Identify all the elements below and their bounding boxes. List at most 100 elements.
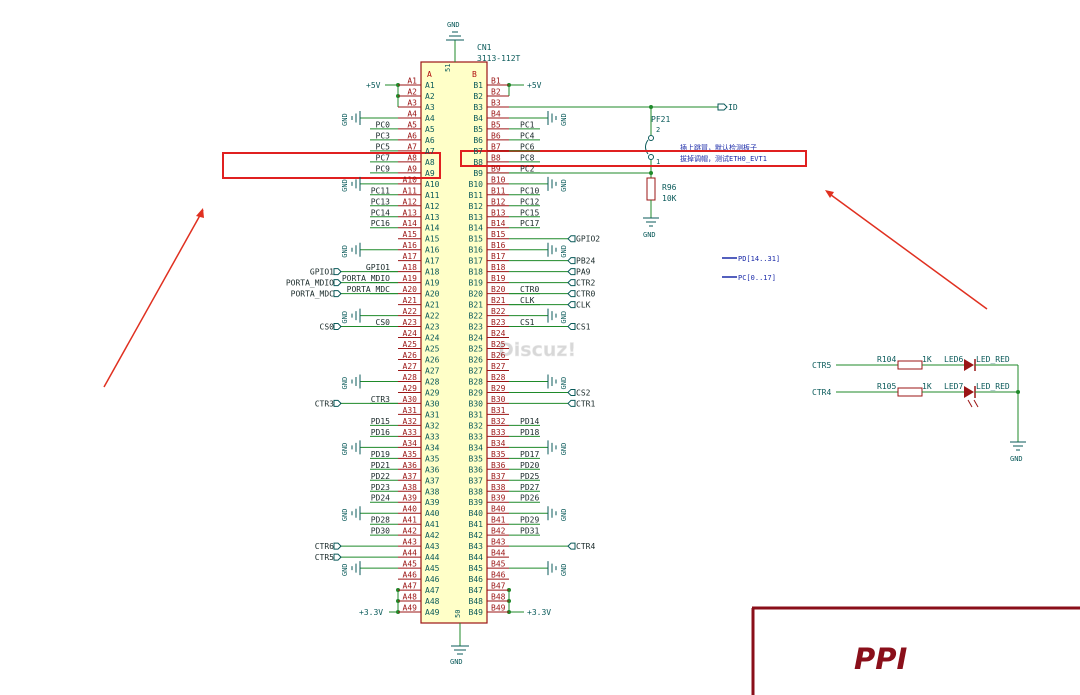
pin-label-b10: B10 [491,175,506,184]
pin-label-a7: A7 [407,142,417,151]
pin-label-b7: B7 [491,142,501,151]
pin-inner-a23: A23 [425,323,440,332]
port-left-porta_mdc: PORTA_MDC [291,290,335,299]
pin-label-a9: A9 [407,164,417,173]
pin-label-b4: B4 [491,109,501,118]
pin-inner-a44: A44 [425,553,440,562]
highlight-box-b8 [460,150,807,167]
pin-inner-a13: A13 [425,213,440,222]
net-label-a12: PC13 [371,197,390,206]
led-row1-r-val: 1K [922,355,932,364]
pin-inner-a31: A31 [425,410,440,419]
bus-pc-label: PC[0..17] [738,274,776,282]
net-label-a39: PD24 [371,494,390,503]
pin-inner-a40: A40 [425,509,440,518]
port-left-ctr5: CTR5 [315,553,334,562]
arrow-right [826,191,988,310]
port-right-pb24: PB24 [576,257,595,266]
gnd-right-4: GND [560,113,568,126]
pin-51-label: 51 [444,64,452,72]
pin-label-a40: A40 [403,505,418,514]
net-label-b21: CLK [520,296,535,305]
gnd-left-10: GND [341,179,349,192]
led7-ref: LED7 [944,382,963,391]
port-right-ctr0: CTR0 [576,290,595,299]
net-label-a38: PD23 [371,483,390,492]
jumper-ref: PF21 [651,115,670,124]
pin-label-a13: A13 [403,208,418,217]
v5-left-label: +5V [366,81,381,90]
pin-inner-b21: B21 [469,301,484,310]
jumper-pin1: 1 [656,158,660,166]
pin-inner-b29: B29 [469,388,484,397]
pin-label-b27: B27 [491,362,506,371]
pin-label-a2: A2 [407,87,417,96]
pin-inner-a46: A46 [425,575,440,584]
v5-right-label: +5V [527,81,542,90]
arrow-left [103,209,204,388]
gnd-left-28: GND [341,377,349,390]
gnd-right-45: GND [560,563,568,576]
net-label-b35: PD17 [520,450,539,459]
pin-inner-a38: A38 [425,487,440,496]
net-label-b13: PC15 [520,208,539,217]
pin-inner-a24: A24 [425,334,440,343]
pin-label-b28: B28 [491,373,506,382]
net-label-a11: PC11 [371,186,390,195]
gnd-right-40: GND [560,509,568,522]
pin-label-a15: A15 [403,230,418,239]
id-port-label: ID [728,103,738,112]
connector-part: 3113-112T [477,54,521,63]
gnd-left-22: GND [341,311,349,324]
pin-label-a41: A41 [403,516,418,525]
jumper-gnd-label: GND [643,231,656,239]
led6-symbol [964,359,974,371]
net-label-a41: PD28 [371,516,390,525]
pin-inner-a32: A32 [425,421,440,430]
port-right-cs2: CS2 [576,388,591,397]
pin-inner-a14: A14 [425,224,440,233]
pin-inner-b16: B16 [469,246,484,255]
gnd-left-34: GND [341,443,349,456]
pin-label-a27: A27 [403,362,418,371]
pin-label-b41: B41 [491,516,506,525]
pin-inner-a37: A37 [425,476,440,485]
pin-inner-b2: B2 [473,92,483,101]
net-label-a36: PD21 [371,461,390,470]
pin-label-b15: B15 [491,230,506,239]
port-right-ctr1: CTR1 [576,399,595,408]
led6-value: LED_RED [976,355,1010,364]
resistor-r104 [897,360,923,370]
port-left-ctr6: CTR6 [315,542,334,551]
pin-label-b43: B43 [491,538,506,547]
pin-inner-b42: B42 [469,531,484,540]
pin-inner-a41: A41 [425,520,440,529]
pin-inner-a12: A12 [425,202,440,211]
pin-label-b33: B33 [491,428,506,437]
port-right-clk: CLK [576,301,591,310]
resistor-r105 [897,387,923,397]
net-label-b11: PC10 [520,186,539,195]
pin-label-a37: A37 [403,472,418,481]
pin-inner-a43: A43 [425,542,440,551]
net-label-a35: PD19 [371,450,390,459]
net-label-b33: PD18 [520,428,539,437]
net-label-a23: CS0 [376,318,391,327]
jumper-note-1: 插上跳冒，默认检测板子 [680,143,757,152]
pin-inner-a4: A4 [425,114,435,123]
pin-label-b47: B47 [491,582,506,591]
pin-inner-a39: A39 [425,498,440,507]
net-label-b14: PC17 [520,219,539,228]
pin-label-b25: B25 [491,340,506,349]
net-label-a6: PC3 [376,131,391,140]
net-label-a19: PORTA_MDIO [342,274,390,283]
net-label-a30: CTR3 [371,395,390,404]
pin-inner-a6: A6 [425,136,435,145]
net-label-a8: PC7 [376,153,391,162]
pin-label-a48: A48 [403,593,418,602]
led-row1-r-ref: R104 [877,355,896,364]
pin-50-label: 50 [454,610,462,618]
pin-inner-a45: A45 [425,564,440,573]
pin-label-a35: A35 [403,450,418,459]
